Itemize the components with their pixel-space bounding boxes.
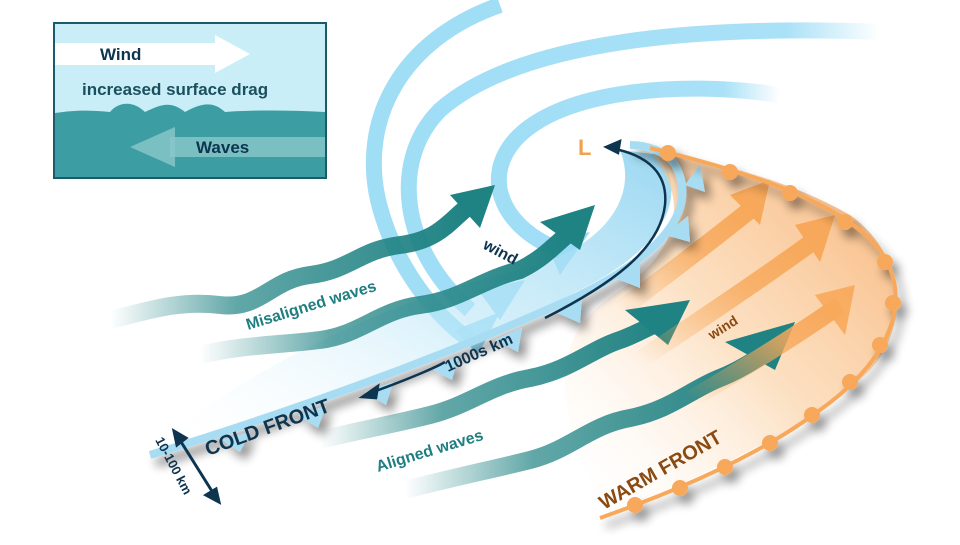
cold-wind-label: wind <box>479 236 520 269</box>
warm-front-line <box>599 145 901 520</box>
low-pressure-label: L <box>578 135 591 160</box>
scale-length-arrow <box>358 138 667 400</box>
cold-front-line <box>148 141 705 459</box>
scale-width-arrow <box>171 427 222 505</box>
warm-wind-arrows <box>614 180 855 408</box>
legend-waves-label: Waves <box>196 138 249 157</box>
legend-wind-arrow <box>55 35 250 73</box>
legend-waves-arrow <box>130 127 325 167</box>
legend-box: Wind increased surface drag Waves <box>53 22 327 179</box>
misaligned-waves <box>101 185 595 364</box>
cold-sector <box>150 150 672 450</box>
legend-drag-label: increased surface drag <box>82 80 268 99</box>
legend-wind-label: Wind <box>100 45 141 64</box>
